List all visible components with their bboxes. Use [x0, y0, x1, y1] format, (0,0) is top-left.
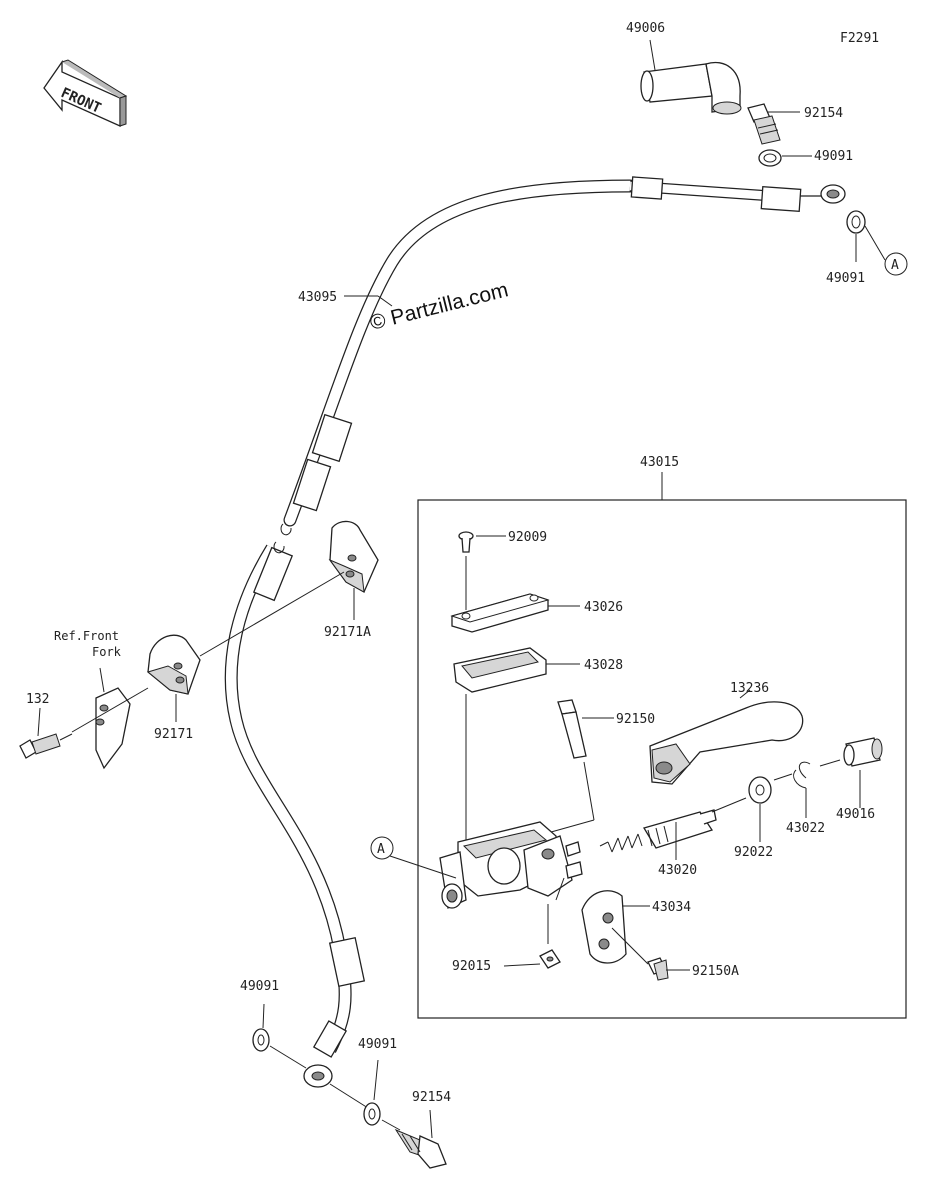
label-43095: 43095	[298, 290, 337, 305]
diagram-code: F2291	[840, 31, 879, 46]
label-92154-bottom: 92154	[412, 1090, 451, 1105]
label-49091-bottom1: 49091	[240, 979, 279, 994]
bracket-92171a	[328, 520, 379, 620]
bolt-92154-bottom	[394, 1109, 447, 1169]
callout-a-top	[884, 252, 908, 276]
clip-43022	[773, 761, 811, 818]
bracket-92171	[146, 634, 201, 722]
front-fork-ref	[95, 667, 131, 770]
label-92171: 92171	[154, 727, 193, 742]
label-43022: 43022	[786, 821, 825, 836]
label-49006: 49006	[626, 21, 665, 36]
callout-a-top-letter: A	[891, 258, 899, 273]
bolt-92150a	[647, 957, 690, 981]
piston-43020	[599, 809, 717, 860]
label-92150: 92150	[616, 712, 655, 727]
label-92022: 92022	[734, 845, 773, 860]
label-43034: 43034	[652, 900, 691, 915]
ref-note-line1: Ref.Front	[54, 629, 119, 643]
master-cylinder-body	[439, 821, 583, 909]
brake-hose	[224, 176, 846, 1088]
lever-13236	[649, 689, 804, 785]
front-arrow-icon: FRONT	[43, 59, 128, 128]
label-43015: 43015	[640, 455, 679, 470]
callout-a-box-letter: A	[377, 842, 385, 857]
nut-92015	[503, 904, 561, 969]
diaphragm-43028	[453, 647, 580, 693]
label-92154-top: 92154	[804, 106, 843, 121]
label-49091-top1: 49091	[814, 149, 853, 164]
label-92009: 92009	[508, 530, 547, 545]
clamp-43034	[581, 890, 650, 965]
label-49091-top2: 49091	[826, 271, 865, 286]
label-43028: 43028	[584, 658, 623, 673]
label-132: 132	[26, 692, 49, 707]
cap-49006	[640, 39, 742, 115]
screw-92009	[458, 531, 506, 610]
cover-43026	[450, 593, 580, 633]
label-43026: 43026	[584, 600, 623, 615]
label-49016: 49016	[836, 807, 875, 822]
bushing-49016	[819, 737, 883, 808]
washer-92022	[711, 776, 772, 842]
label-49091-bottom2: 49091	[358, 1037, 397, 1052]
label-13236: 13236	[730, 681, 769, 696]
label-43020: 43020	[658, 863, 697, 878]
watermark: © Partzilla.com	[368, 278, 511, 335]
label-92015: 92015	[452, 959, 491, 974]
callout-a-box	[370, 836, 394, 860]
bolt-92154-top	[747, 103, 800, 145]
bolt-132	[19, 707, 73, 759]
label-92150a: 92150A	[692, 964, 739, 979]
label-92171a: 92171A	[324, 625, 371, 640]
pin-92150	[543, 699, 614, 835]
ref-note-line2: Fork	[92, 645, 122, 659]
